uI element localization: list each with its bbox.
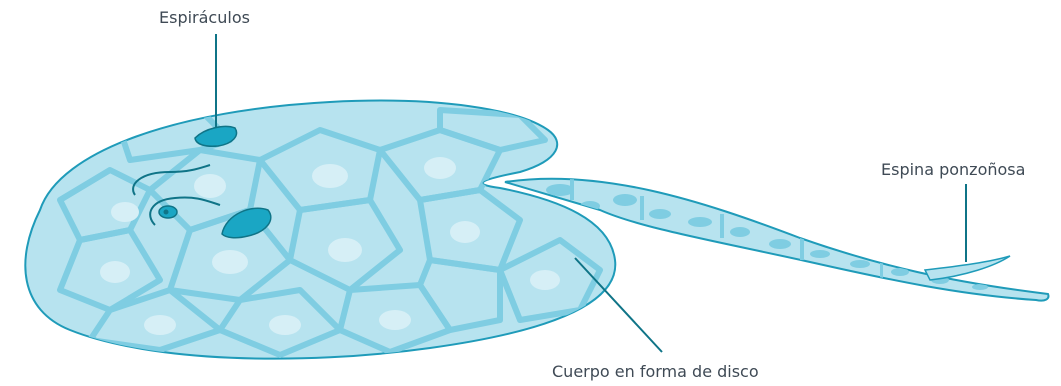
disc-body [24,99,617,360]
label-venom-spine: Espina ponzoñosa [881,160,1026,179]
label-disc-body: Cuerpo en forma de disco [552,362,759,381]
eye-ridge-upper [132,164,211,196]
label-spiracles: Espiráculos [159,8,250,27]
tail [504,177,1050,302]
eye-ridge-lower [149,196,221,226]
leader-cuerpo [574,257,663,353]
venom-spine [923,255,1011,281]
spiracle-lower [221,207,272,239]
